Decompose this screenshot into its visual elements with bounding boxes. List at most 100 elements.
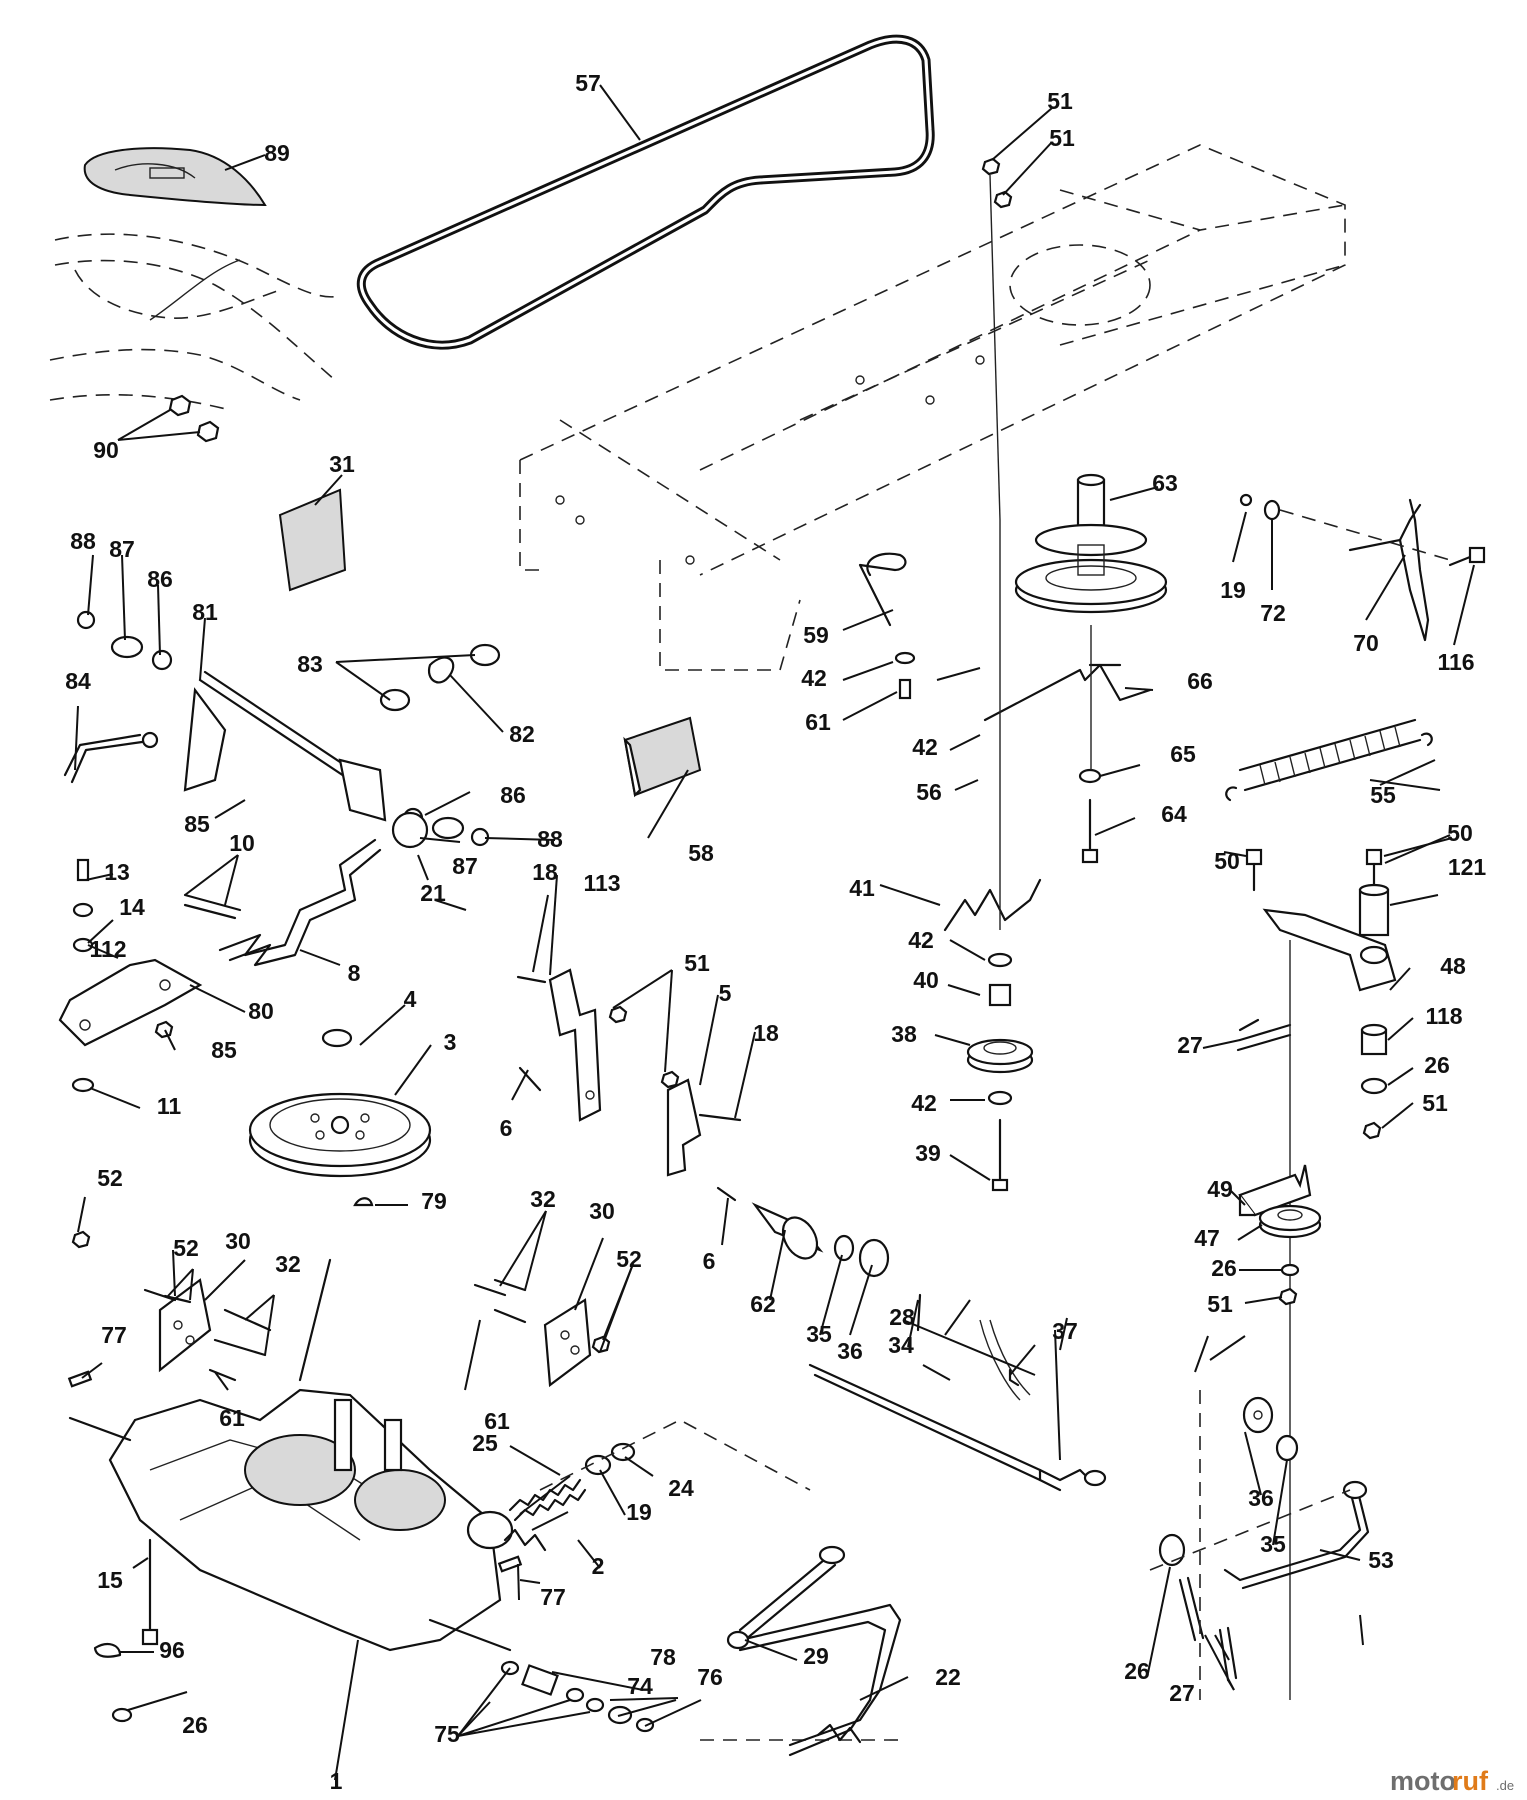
callout-85: 85 xyxy=(211,1037,237,1063)
callout-19: 19 xyxy=(1220,577,1246,603)
callout-76: 76 xyxy=(697,1664,723,1690)
callout-5: 5 xyxy=(719,980,732,1006)
callout-49: 49 xyxy=(1207,1176,1233,1202)
callout-50: 50 xyxy=(1214,848,1240,874)
callout-53: 53 xyxy=(1368,1547,1394,1573)
leader-lines xyxy=(74,84,1475,1781)
callout-51: 51 xyxy=(1207,1291,1233,1317)
callout-29: 29 xyxy=(803,1643,829,1669)
callout-88: 88 xyxy=(70,528,96,554)
nut-90 xyxy=(168,394,220,443)
callout-13: 13 xyxy=(104,859,130,885)
callout-89: 89 xyxy=(264,140,290,166)
callout-81: 81 xyxy=(192,599,218,625)
callout-64: 64 xyxy=(1161,801,1187,827)
callout-78: 78 xyxy=(650,1644,676,1670)
callout-42: 42 xyxy=(911,1090,937,1116)
rod-22 xyxy=(738,1603,902,1757)
callout-58: 58 xyxy=(688,840,714,866)
pins-77-96 xyxy=(67,1370,523,1723)
callout-26: 26 xyxy=(182,1712,208,1738)
spacers-118-26-51 xyxy=(1360,1023,1388,1140)
callout-21: 21 xyxy=(420,880,446,906)
callout-62: 62 xyxy=(750,1291,776,1317)
callout-35: 35 xyxy=(1260,1531,1286,1557)
callout-25: 25 xyxy=(472,1430,498,1456)
callout-52: 52 xyxy=(616,1246,642,1272)
callout-121: 121 xyxy=(1448,854,1487,880)
rod-53 xyxy=(1223,1480,1370,1590)
callout-79: 79 xyxy=(421,1188,447,1214)
callout-51: 51 xyxy=(1047,88,1073,114)
callout-28: 28 xyxy=(889,1304,915,1330)
callout-48: 48 xyxy=(1440,953,1466,979)
callout-61: 61 xyxy=(219,1405,245,1431)
callout-74: 74 xyxy=(627,1673,653,1699)
callout-57: 57 xyxy=(575,70,601,96)
rod-84 xyxy=(63,731,159,784)
fender-outline xyxy=(49,233,341,411)
transaxle-1 xyxy=(68,1258,514,1652)
drive-belt-57 xyxy=(356,34,935,350)
pulley-3 xyxy=(248,1028,432,1207)
callout-77: 77 xyxy=(101,1322,127,1348)
axle-dashed-box xyxy=(539,1419,900,1741)
callout-14: 14 xyxy=(119,894,145,920)
callout-52: 52 xyxy=(173,1235,199,1261)
callout-32: 32 xyxy=(275,1251,301,1277)
shift-plate xyxy=(83,147,267,207)
watermark: moto ruf .de xyxy=(1390,1766,1514,1796)
callout-50: 50 xyxy=(1447,820,1473,846)
callout-61: 61 xyxy=(484,1408,510,1434)
callout-42: 42 xyxy=(908,927,934,953)
callout-18: 18 xyxy=(753,1020,779,1046)
callout-8: 8 xyxy=(348,960,361,986)
callout-70: 70 xyxy=(1353,630,1379,656)
guide-70 xyxy=(1348,498,1486,642)
hardware-19-72 xyxy=(1239,493,1451,561)
callout-3: 3 xyxy=(444,1029,457,1055)
callout-22: 22 xyxy=(935,1664,961,1690)
rod-28 xyxy=(808,1363,1107,1492)
bracket-49 xyxy=(1238,1164,1312,1217)
callout-41: 41 xyxy=(849,875,875,901)
callout-42: 42 xyxy=(912,734,938,760)
callout-15: 15 xyxy=(97,1567,123,1593)
callout-1: 1 xyxy=(330,1768,343,1794)
callout-90: 90 xyxy=(93,437,119,463)
callout-113: 113 xyxy=(583,870,620,896)
arm-48 xyxy=(1236,883,1397,1052)
callout-40: 40 xyxy=(913,967,939,993)
callout-116: 116 xyxy=(1437,649,1474,675)
callout-27: 27 xyxy=(1169,1680,1195,1706)
frame-outline xyxy=(519,144,1346,671)
watermark-part2: ruf xyxy=(1452,1766,1489,1796)
callout-65: 65 xyxy=(1170,741,1196,767)
callout-51: 51 xyxy=(1049,125,1075,151)
bracket-113 xyxy=(516,968,602,1122)
callout-27: 27 xyxy=(1177,1032,1203,1058)
callout-47: 47 xyxy=(1194,1225,1220,1251)
callout-4: 4 xyxy=(404,986,417,1012)
callout-77: 77 xyxy=(540,1584,566,1610)
callout-63: 63 xyxy=(1152,470,1178,496)
callout-26: 26 xyxy=(1211,1255,1237,1281)
callout-80: 80 xyxy=(248,998,274,1024)
bracket-58 xyxy=(623,716,702,798)
pulley-47 xyxy=(1258,1204,1322,1306)
spacers-74-78 xyxy=(500,1660,655,1733)
callout-66: 66 xyxy=(1187,668,1213,694)
callout-36: 36 xyxy=(1248,1485,1274,1511)
callout-75: 75 xyxy=(434,1721,460,1747)
callout-83: 83 xyxy=(297,651,323,677)
bracket-5 xyxy=(666,1078,742,1202)
callout-6: 6 xyxy=(703,1248,716,1274)
callout-19: 19 xyxy=(626,1499,652,1525)
nuts-51-top xyxy=(981,157,1013,521)
callout-72: 72 xyxy=(1260,600,1286,626)
callout-42: 42 xyxy=(801,665,827,691)
callout-56: 56 xyxy=(916,779,942,805)
spacer-62 xyxy=(751,1202,922,1332)
callout-112: 112 xyxy=(89,936,126,962)
